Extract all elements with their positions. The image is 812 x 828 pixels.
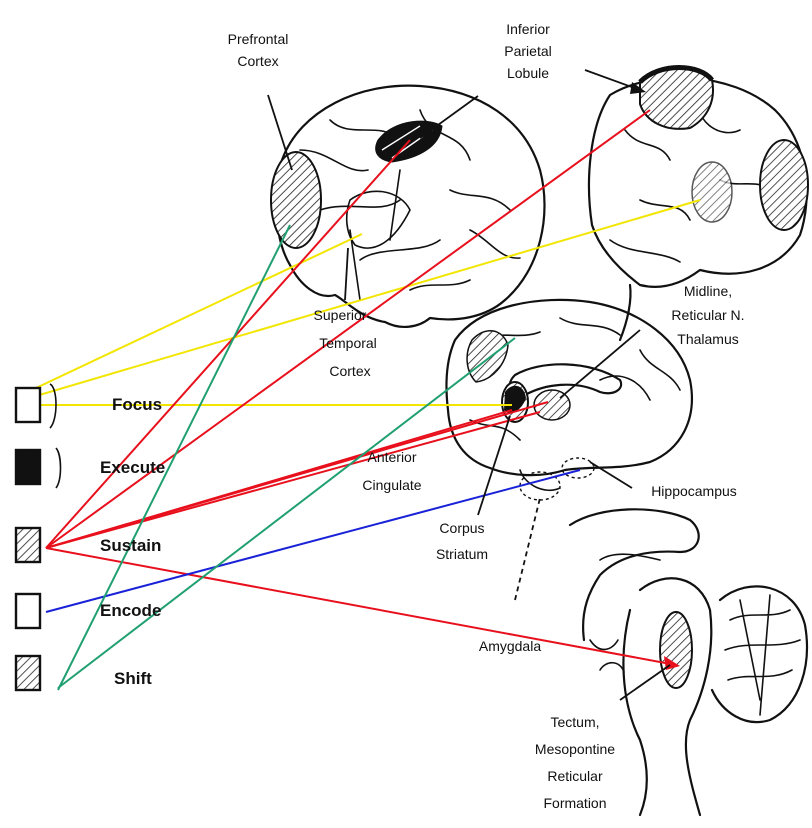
shift-connection-line-12 [58, 338, 515, 688]
brain-medial [446, 300, 691, 490]
shift-connection-line-11 [58, 225, 290, 690]
swatch-execute [16, 450, 40, 484]
key-label-shift: Shift [114, 669, 152, 688]
tectum-region [660, 612, 692, 688]
swatch-focus [16, 388, 40, 422]
label-amygdala: Amygdala [479, 638, 541, 654]
label-inferior-parietal-line3: Lobule [507, 65, 549, 81]
label-tectum-line3: Reticular [547, 768, 603, 784]
swatch-sustain [16, 528, 40, 562]
label-corpus-striatum-line1: Corpus [439, 520, 484, 536]
operation-key: Focus Execute Sustain Encode Shift [16, 384, 165, 690]
key-label-execute: Execute [100, 458, 165, 477]
label-tectum-line4: Formation [543, 795, 606, 811]
swatch-encode [16, 594, 40, 628]
key-label-focus: Focus [112, 395, 162, 414]
label-inferior-parietal-line2: Parietal [504, 43, 551, 59]
label-midline-line3: Thalamus [677, 331, 738, 347]
swatch-shift [16, 656, 40, 690]
label-corpus-striatum-line2: Striatum [436, 546, 488, 562]
label-hippocampus: Hippocampus [651, 483, 737, 499]
label-midline-line1: Midline, [684, 283, 732, 299]
prefrontal-cortex-region [271, 152, 321, 248]
label-prefrontal-line1: Prefrontal [228, 31, 289, 47]
label-midline-line2: Reticular N. [671, 307, 744, 323]
label-superior-temporal-line2: Temporal [319, 335, 377, 351]
region-labels: Prefrontal Cortex Inferior Parietal Lobu… [228, 21, 745, 811]
label-anterior-cingulate-line1: Anterior [367, 449, 416, 465]
label-superior-temporal-line1: Superior [314, 307, 367, 323]
anterior-cingulate-region [467, 331, 508, 382]
label-inferior-parietal-line1: Inferior [506, 21, 550, 37]
right-temporal-region [692, 162, 732, 222]
right-frontal-region [760, 140, 808, 230]
annotation-pointers [268, 70, 670, 700]
key-label-sustain: Sustain [100, 536, 161, 555]
label-prefrontal-line2: Cortex [237, 53, 278, 69]
label-anterior-cingulate-line2: Cingulate [362, 477, 421, 493]
key-label-encode: Encode [100, 601, 161, 620]
label-tectum-line1: Tectum, [550, 714, 599, 730]
label-tectum-line2: Mesopontine [535, 741, 615, 757]
label-superior-temporal-line3: Cortex [329, 363, 370, 379]
